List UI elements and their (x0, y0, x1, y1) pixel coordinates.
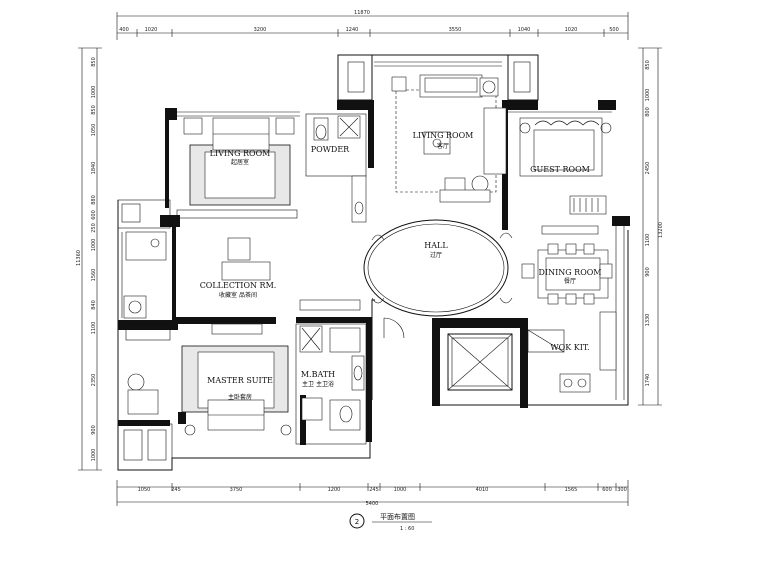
master-suite: MASTER SUITE 主卧套房 (127, 323, 292, 436)
living-room-label: LIVING ROOM (413, 131, 474, 140)
left-dim-9: 1000 (91, 239, 97, 252)
left-dim-4: 1050 (91, 124, 97, 137)
collection-room: COLLECTION RM. 收藏室 品茶间 (123, 231, 361, 341)
bottom-overall-dim: 5400 (366, 501, 379, 507)
living-room-2: LIVING ROOM 起居室 (176, 117, 298, 219)
living-room-2-label: LIVING ROOM (210, 149, 271, 158)
left-dimension-chain: 11360 850 1000 850 1050 1840 880 600 250… (76, 47, 102, 471)
caption-scale: 1 : 60 (400, 526, 414, 532)
top-dim-1: 400 (119, 27, 129, 33)
top-dim-4: 1240 (346, 27, 359, 33)
left-dim-15: 1000 (91, 449, 97, 462)
living-room-2-cn: 起居室 (231, 158, 249, 166)
left-dim-6: 880 (91, 195, 97, 205)
wok-kitchen: WOK KIT. (527, 311, 617, 393)
right-dim-1: 850 (645, 60, 651, 70)
top-dim-3: 3200 (254, 27, 267, 33)
master-suite-label: MASTER SUITE (207, 376, 273, 385)
master-bath: M.BATH 主卫 主卫浴 (295, 323, 367, 445)
guest-room: GUEST ROOM (519, 117, 612, 215)
top-dim-6: 1040 (518, 27, 531, 33)
living-room: LIVING ROOM 客厅 (391, 74, 507, 203)
hall-cn: 过厅 (430, 251, 442, 259)
powder-room: POWDER (305, 113, 367, 223)
bottom-dimension-chain: 1050 245 3750 1200 245 1000 4010 1565 60… (116, 480, 629, 507)
left-dim-13: 2350 (91, 374, 97, 387)
left-dim-3: 850 (91, 105, 97, 115)
left-dim-10: 1560 (91, 269, 97, 282)
left-dim-8: 250 (91, 223, 97, 233)
top-dim-2: 1020 (145, 27, 158, 33)
right-dim-4: 2450 (645, 162, 651, 175)
dining-cn: 餐厅 (564, 277, 576, 285)
bottom-dim-8: 1565 (565, 487, 578, 493)
right-dim-6: 900 (645, 267, 651, 277)
right-dim-5: 1100 (645, 234, 651, 247)
bottom-dim-9: 600 (602, 487, 612, 493)
bottom-dim-4: 1200 (328, 487, 341, 493)
top-overall-dim: 11870 (354, 10, 370, 16)
elevator-shaft (447, 333, 513, 391)
dining-room: DINING ROOM 餐厅 (521, 225, 613, 305)
top-dimension-chain: 11870 400 1020 3200 1240 3550 1040 1020 … (116, 10, 629, 40)
dining-label: DINING ROOM (539, 268, 602, 277)
m-bath-label: M.BATH (301, 370, 335, 379)
bottom-dim-2: 245 (171, 487, 181, 493)
right-overall-dim: 13200 (658, 222, 664, 238)
master-suite-cn: 主卧套房 (228, 393, 252, 401)
caption-title: 平面布置图 (380, 512, 415, 521)
wok-kit-label: WOK KIT. (550, 343, 589, 352)
left-dim-2: 1000 (91, 86, 97, 99)
top-dim-7: 1020 (565, 27, 578, 33)
left-overall-dim: 11360 (76, 250, 82, 266)
hall: HALL 过厅 (363, 219, 513, 339)
m-bath-cn: 主卫 主卫浴 (302, 380, 334, 388)
right-dim-2: 1000 (645, 89, 651, 102)
collection-cn: 收藏室 品茶间 (219, 291, 257, 299)
drawing-caption: 2 平面布置图 1 : 60 (349, 512, 432, 532)
bottom-dim-10: 300 (617, 487, 627, 493)
bottom-dim-7: 4010 (476, 487, 489, 493)
caption-number: 2 (355, 518, 359, 526)
right-dim-8: 1740 (645, 374, 651, 387)
guest-room-label: GUEST ROOM (530, 165, 590, 174)
bottom-dim-3: 3750 (230, 487, 243, 493)
top-dim-5: 3550 (449, 27, 462, 33)
left-dim-12: 1100 (91, 322, 97, 335)
right-dim-3: 800 (645, 107, 651, 117)
left-dim-14: 900 (91, 425, 97, 435)
top-dim-8: 500 (609, 27, 619, 33)
left-dim-7: 600 (91, 210, 97, 220)
left-dim-11: 840 (91, 300, 97, 310)
left-dim-5: 1840 (91, 162, 97, 175)
right-dim-7: 1330 (645, 314, 651, 327)
bottom-dim-5: 245 (369, 487, 379, 493)
left-dim-1: 850 (91, 57, 97, 67)
right-dimension-chain: 13200 850 1000 800 2450 1100 900 1330 17… (638, 47, 664, 406)
bottom-dim-1: 1050 (138, 487, 151, 493)
living-room-cn: 客厅 (437, 142, 449, 150)
powder-label: POWDER (311, 145, 350, 154)
collection-label: COLLECTION RM. (200, 281, 277, 290)
bottom-dim-6: 1000 (394, 487, 407, 493)
hall-label: HALL (424, 241, 448, 250)
